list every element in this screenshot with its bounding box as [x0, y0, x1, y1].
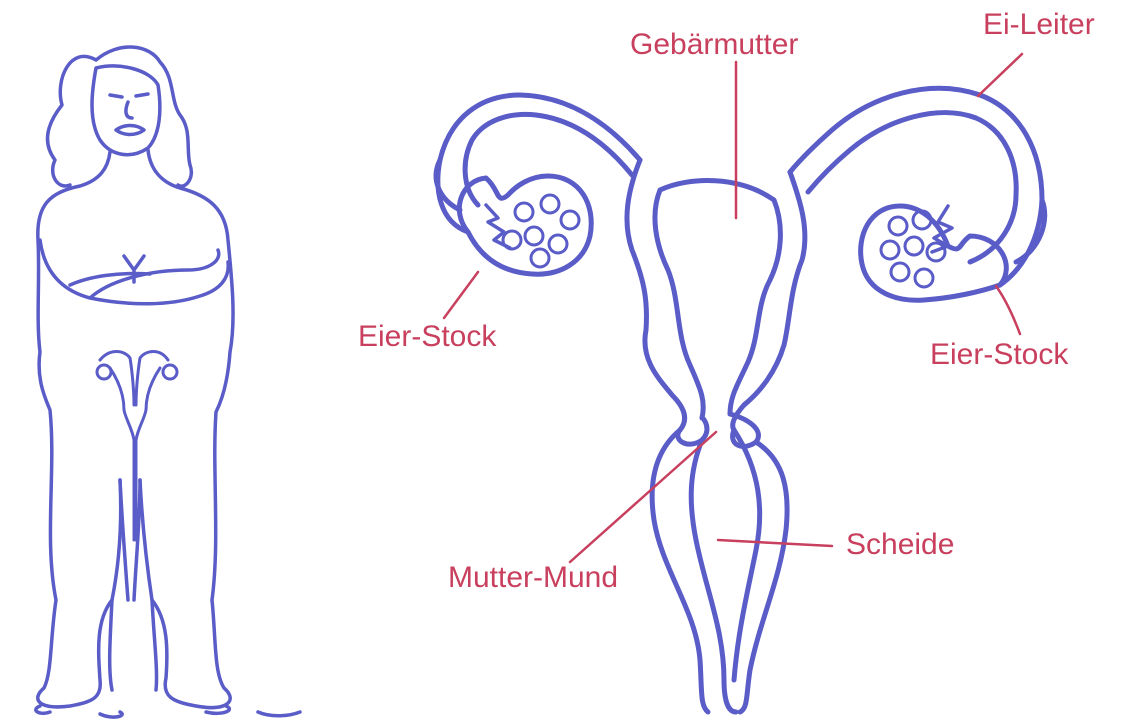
label-cervix: Mutter-Mund: [448, 563, 618, 593]
follicle-icon: [549, 235, 567, 253]
left-ovary-shell: [459, 176, 591, 274]
follicle-icon: [915, 269, 933, 287]
follicle-icon: [503, 231, 521, 249]
cervix-lips: [678, 414, 759, 446]
vagina-left: [652, 430, 736, 712]
follicle-icon: [561, 211, 579, 229]
leader-ovary-right: [996, 286, 1020, 334]
follicles: [503, 195, 945, 287]
woman-figure: [36, 47, 300, 717]
follicle-icon: [531, 249, 549, 267]
label-uterus: Gebärmutter: [630, 30, 798, 60]
eyes: [110, 94, 148, 97]
mouth: [116, 126, 144, 135]
follicle-icon: [881, 241, 899, 259]
mini-uterus: [100, 352, 168, 541]
leader-vagina: [718, 540, 832, 546]
uterus-cavity: [655, 181, 780, 418]
uterus-diagram: [436, 88, 1045, 712]
follicle-icon: [515, 203, 533, 221]
mini-ovary-left: [97, 365, 111, 379]
vagina-right: [734, 430, 787, 712]
body-outline: [38, 150, 233, 708]
label-ovary-left: Eier-Stock: [358, 322, 496, 352]
left-ovary-tear: [486, 205, 510, 248]
mini-ovary-right: [163, 365, 177, 379]
follicle-icon: [905, 237, 923, 255]
follicle-icon: [525, 227, 543, 245]
uterus-outer-wall: [627, 160, 805, 430]
nose: [126, 102, 132, 118]
feet-marks: [36, 706, 300, 717]
leader-ovary-left: [444, 272, 478, 318]
follicle-icon: [891, 263, 909, 281]
label-vagina: Scheide: [846, 530, 954, 560]
label-fallopian-tube: Ei-Leiter: [983, 10, 1095, 40]
leader-lines: [444, 54, 1022, 562]
follicle-icon: [889, 217, 907, 235]
label-ovary-right: Eier-Stock: [930, 340, 1068, 370]
leader-fallopian-tube: [978, 54, 1022, 96]
follicle-icon: [541, 195, 559, 213]
